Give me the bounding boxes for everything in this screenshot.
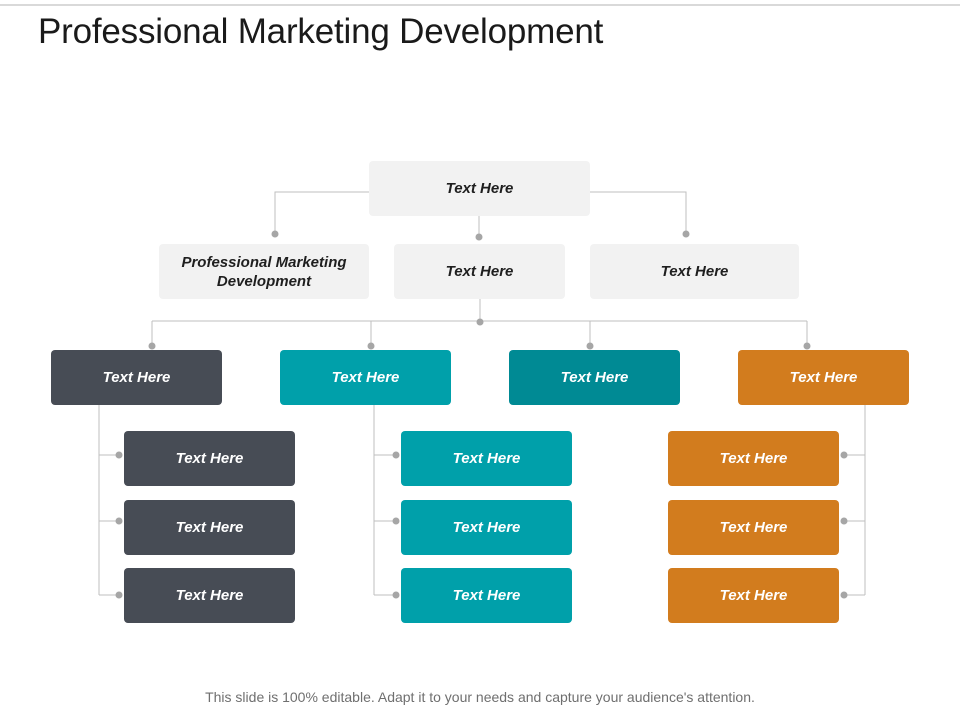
node-branch-3[interactable]: Text Here [509,350,680,405]
connector-dot [115,591,123,599]
connector-dot [115,517,123,525]
connector-dot [840,517,848,525]
connector-dot [475,233,483,241]
node-branch-4-label: Text Here [789,369,858,386]
connector-dot [148,342,156,350]
node-b1-child-3[interactable]: Text Here [124,568,295,623]
connector-dot [392,451,400,459]
connector-dot [840,591,848,599]
node-b2-child-1[interactable]: Text Here [401,431,572,486]
node-second-2[interactable]: Text Here [394,244,565,299]
node-b1-child-2[interactable]: Text Here [124,500,295,555]
node-b2-child-2-label: Text Here [452,519,521,536]
connector-dot [803,342,811,350]
node-second-3-label: Text Here [660,263,729,280]
node-branch-1[interactable]: Text Here [51,350,222,405]
node-second-1[interactable]: Professional Marketing Development [159,244,369,299]
node-branch-1-label: Text Here [102,369,171,386]
node-top-label: Text Here [445,180,514,197]
connector-dot [392,591,400,599]
node-b4-child-3-label: Text Here [719,587,788,604]
connector-dot [115,451,123,459]
node-second-2-label: Text Here [445,263,514,280]
node-b1-child-3-label: Text Here [175,587,244,604]
connector-dot [367,342,375,350]
connector-top-right [590,191,687,234]
node-b2-child-1-label: Text Here [452,450,521,467]
node-branch-2[interactable]: Text Here [280,350,451,405]
node-b4-child-3[interactable]: Text Here [668,568,839,623]
node-b1-child-1[interactable]: Text Here [124,431,295,486]
node-branch-2-label: Text Here [331,369,400,386]
node-top[interactable]: Text Here [369,161,590,216]
connector-dot [476,318,484,326]
node-branch-4[interactable]: Text Here [738,350,909,405]
node-b1-child-2-label: Text Here [175,519,244,536]
node-second-3[interactable]: Text Here [590,244,799,299]
node-b4-child-2[interactable]: Text Here [668,500,839,555]
connector-dot [682,230,690,238]
footer-note: This slide is 100% editable. Adapt it to… [205,689,755,705]
connector-dot [586,342,594,350]
connector-dot [271,230,279,238]
node-b2-child-2[interactable]: Text Here [401,500,572,555]
page-title: Professional Marketing Development [38,12,604,51]
node-b2-child-3-label: Text Here [452,587,521,604]
node-b4-child-2-label: Text Here [719,519,788,536]
node-b2-child-3[interactable]: Text Here [401,568,572,623]
top-rule [0,4,960,6]
node-b4-child-1[interactable]: Text Here [668,431,839,486]
node-branch-3-label: Text Here [560,369,629,386]
node-b1-child-1-label: Text Here [175,450,244,467]
node-second-1-label: Professional Marketing Development [181,253,347,290]
node-b4-child-1-label: Text Here [719,450,788,467]
connector-top-left [274,191,369,234]
connector-dot [840,451,848,459]
connector-dot [392,517,400,525]
